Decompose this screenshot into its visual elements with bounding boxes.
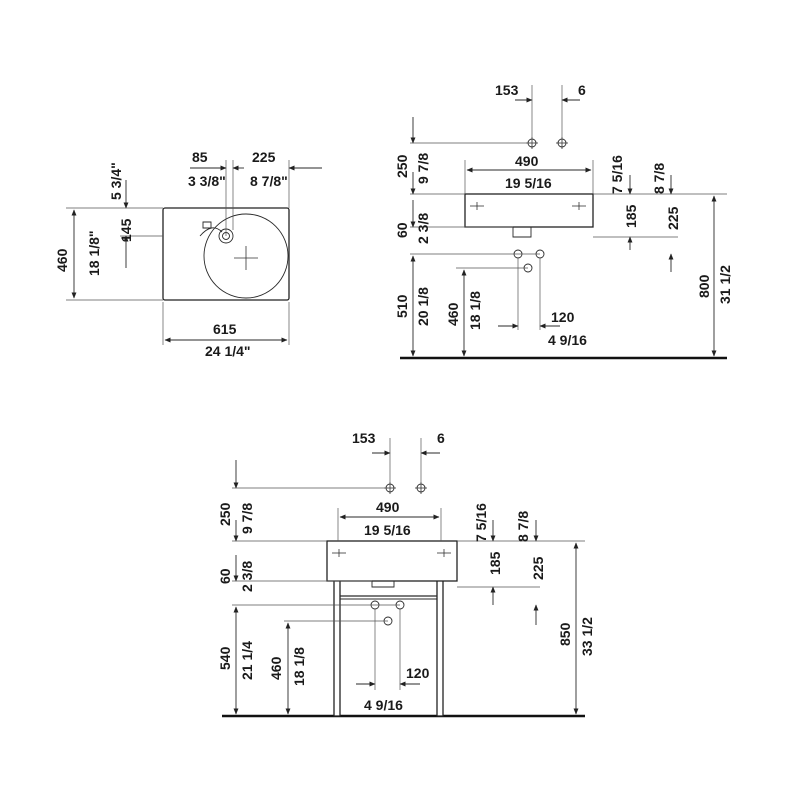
dim-250: 250 [394, 154, 410, 178]
dim-120: 120 [406, 665, 430, 681]
dim-18-1-8: 18 1/8 [467, 291, 483, 330]
dim-185: 185 [487, 551, 503, 575]
dim-6: 6 [437, 430, 445, 446]
dim-85: 85 [192, 149, 208, 165]
dim-7-5-16: 7 5/16 [609, 155, 625, 194]
dim-60: 60 [217, 568, 233, 584]
dim-225: 225 [530, 556, 546, 580]
dim-6: 6 [578, 82, 586, 98]
dim-19-5-16: 19 5/16 [364, 522, 411, 538]
dim-4-9-16: 4 9/16 [364, 697, 403, 713]
top-view: 85 3 3/8" 225 8 7/8" 5 3/4" 145 460 18 1… [54, 149, 322, 359]
bowl-circle [203, 213, 289, 299]
dim-19-5-16: 19 5/16 [505, 175, 552, 191]
dim-185: 185 [623, 204, 639, 228]
dim-20-1-8: 20 1/8 [415, 287, 431, 326]
dim-153: 153 [352, 430, 376, 446]
dim-225: 225 [252, 149, 276, 165]
dim-250: 250 [217, 502, 233, 526]
basin-outline-console [326, 540, 458, 582]
dim-490: 490 [515, 153, 539, 169]
dim-510: 510 [394, 294, 410, 318]
dim-8-7-8: 8 7/8 [651, 163, 667, 194]
dim-460: 460 [54, 248, 70, 272]
leg-left [333, 579, 341, 717]
dim-33-1-2: 33 1/2 [579, 617, 595, 656]
dim-2-3-8: 2 3/8 [415, 213, 431, 244]
dim-615: 615 [213, 321, 237, 337]
dim-31-1-2: 31 1/2 [717, 265, 733, 304]
dim-153: 153 [495, 82, 519, 98]
dim-3-3-8: 3 3/8" [188, 173, 226, 189]
dim-460: 460 [445, 302, 461, 326]
dim-24-1-4: 24 1/4" [205, 343, 251, 359]
dim-540: 540 [217, 646, 233, 670]
dim-9-7-8: 9 7/8 [415, 153, 431, 184]
dim-225: 225 [665, 206, 681, 230]
basin-outline-wall [464, 193, 594, 228]
dim-21-1-4: 21 1/4 [239, 641, 255, 680]
dim-2-3-8: 2 3/8 [239, 561, 255, 592]
dim-60: 60 [394, 222, 410, 238]
dim-800: 800 [696, 274, 712, 298]
dim-9-7-8: 9 7/8 [239, 503, 255, 534]
leg-right [436, 579, 444, 717]
dim-7-5-16: 7 5/16 [473, 503, 489, 542]
dim-18-1-8: 18 1/8" [86, 230, 102, 276]
dim-5-3-4: 5 3/4" [108, 162, 124, 200]
dim-145: 145 [118, 218, 134, 242]
overflow-slot [199, 227, 223, 237]
dim-18-1-8: 18 1/8 [291, 647, 307, 686]
dim-460: 460 [268, 656, 284, 680]
dim-850: 850 [557, 622, 573, 646]
side-view-console: 153 6 490 19 5/16 250 9 7/8 60 2 3/8 540… [217, 430, 595, 718]
dim-4-9-16: 4 9/16 [548, 332, 587, 348]
dim-8-7-8: 8 7/8 [515, 511, 531, 542]
dim-120: 120 [551, 309, 575, 325]
side-view-wall: 153 6 490 19 5/16 250 9 7/8 60 2 3/8 510… [394, 82, 733, 360]
dim-8-7-8: 8 7/8" [250, 173, 288, 189]
dim-490: 490 [376, 499, 400, 515]
